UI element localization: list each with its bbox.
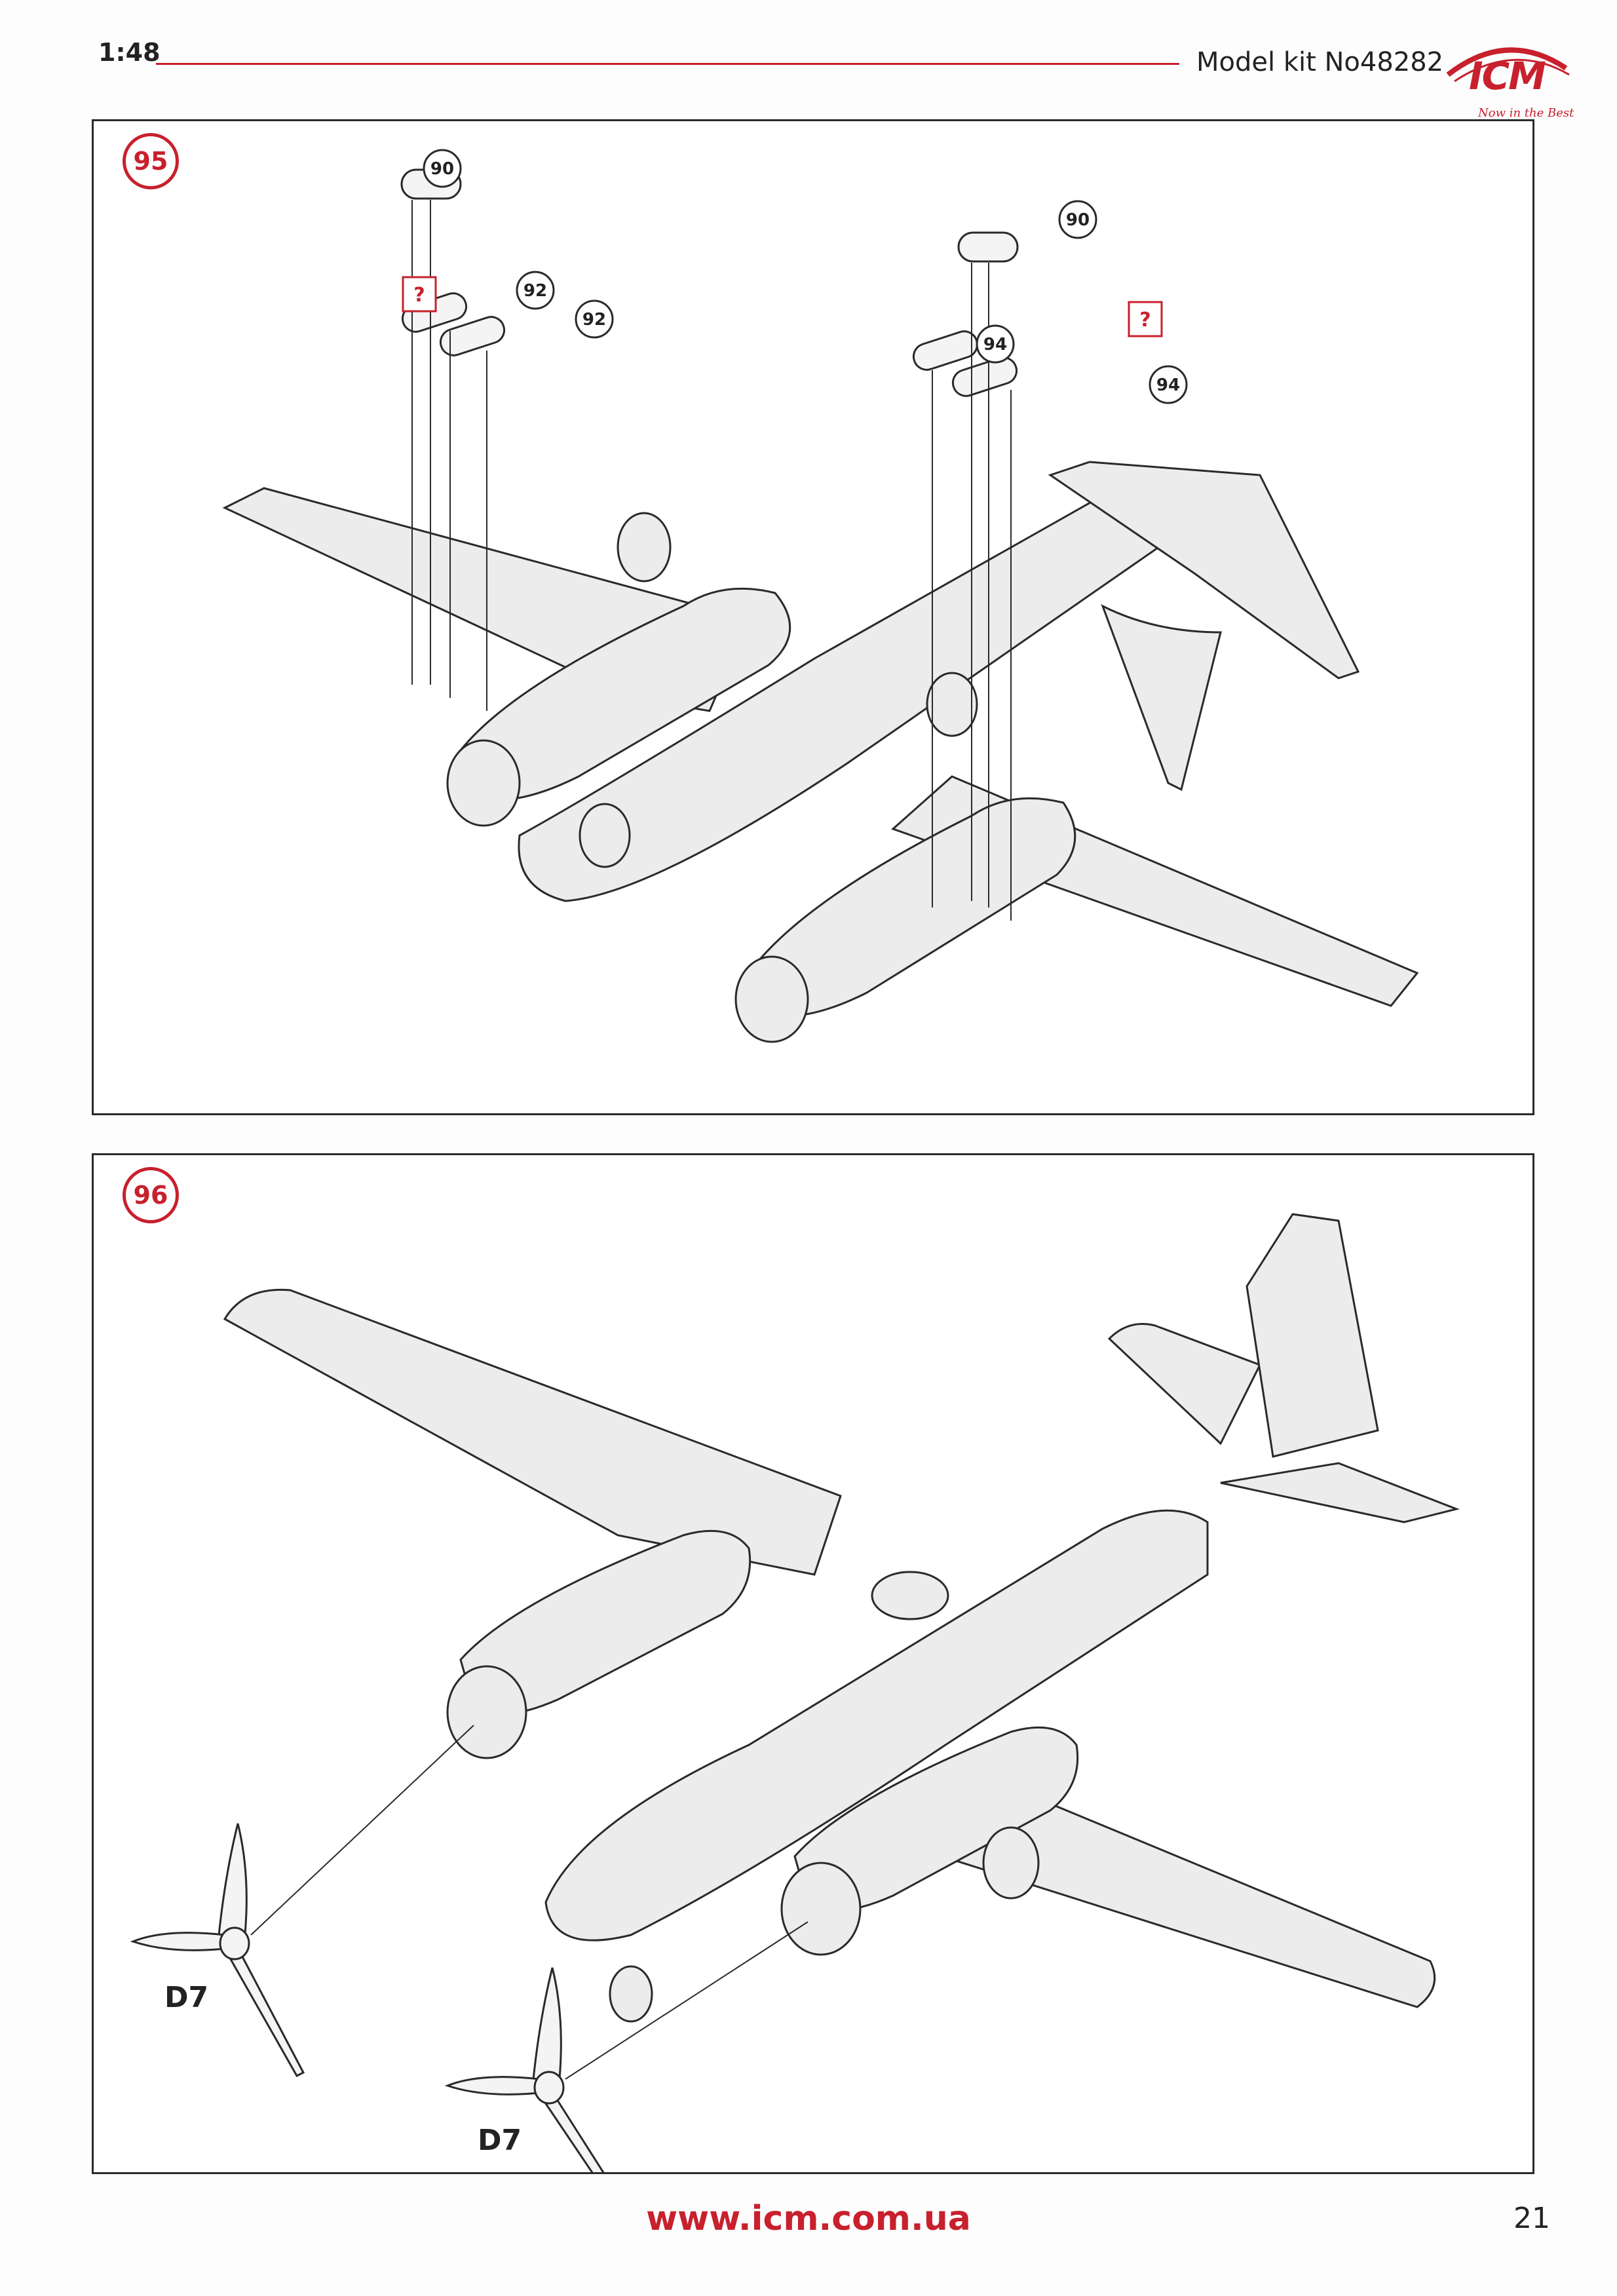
callout-90-right: 90 <box>1058 200 1097 239</box>
step-number-badge: 96 <box>123 1167 179 1223</box>
logo-text: ICM <box>1469 54 1546 98</box>
fuselage <box>544 1509 1209 1942</box>
scale-label: 1:48 <box>98 38 161 67</box>
optional-mark-left: ? <box>402 276 437 313</box>
footer-url: www.icm.com.ua <box>646 2199 971 2238</box>
left-nacelle <box>459 587 791 801</box>
callout-90-left: 90 <box>423 149 462 188</box>
right-engine-front <box>780 1862 862 1956</box>
step-96-illustration <box>130 1213 1460 2172</box>
svg-text:90: 90 <box>1066 210 1090 230</box>
right-nacelle <box>793 1726 1079 1912</box>
step-95-illustration: 90 92 92 90 94 94 ? ? <box>222 149 1419 1043</box>
right-engine-front <box>734 955 809 1043</box>
header-rule <box>156 63 1179 65</box>
left-wing <box>223 1288 842 1576</box>
vertical-fin <box>1101 603 1222 792</box>
part-94-right-b <box>951 356 1018 397</box>
left-engine-front <box>446 1665 527 1759</box>
svg-text:92: 92 <box>582 310 606 330</box>
logo-tagline: Now in the Best <box>1478 106 1574 120</box>
wheel <box>617 512 672 583</box>
step-96-panel: 96 <box>92 1153 1534 2174</box>
part-label-d7-left: D7 <box>164 1981 209 2014</box>
callout-92-b: 92 <box>575 299 614 339</box>
page-number: 21 <box>1513 2202 1550 2235</box>
svg-text:94: 94 <box>983 335 1007 354</box>
wheel <box>982 1826 1040 1900</box>
svg-text:?: ? <box>1139 309 1151 332</box>
svg-text:?: ? <box>413 284 425 307</box>
vertical-fin <box>1246 1213 1379 1458</box>
left-nacelle <box>459 1529 751 1715</box>
right-nacelle <box>748 797 1076 1018</box>
kit-number: Model kit No48282 <box>1196 47 1444 77</box>
propeller-left <box>130 1823 305 2077</box>
part-92-left-b <box>439 316 506 356</box>
wheel <box>926 672 978 737</box>
svg-text:90: 90 <box>430 159 454 179</box>
left-engine-front <box>446 739 521 827</box>
svg-text:94: 94 <box>1156 375 1180 395</box>
step-95-panel: 95 <box>92 119 1534 1115</box>
icm-logo: ICM Now in the Best <box>1441 29 1574 127</box>
step-number-badge: 95 <box>123 133 179 189</box>
part-90-right <box>957 231 1019 263</box>
tail-plane-right <box>1220 1462 1460 1523</box>
part-94-right-a <box>912 330 979 371</box>
part-label-d7-right: D7 <box>478 2124 522 2157</box>
wheel <box>579 803 631 868</box>
horizontal-stabilizer <box>1048 461 1360 679</box>
callout-92-a: 92 <box>516 271 555 310</box>
callout-94-b: 94 <box>1149 365 1188 404</box>
wheel <box>609 1965 653 2023</box>
optional-mark-right: ? <box>1128 301 1163 337</box>
svg-text:92: 92 <box>523 281 547 301</box>
callout-94-a: 94 <box>976 324 1015 364</box>
turret-dome <box>871 1571 949 1620</box>
propeller-right <box>444 1967 605 2172</box>
horizontal-stabilizer <box>1107 1323 1262 1445</box>
